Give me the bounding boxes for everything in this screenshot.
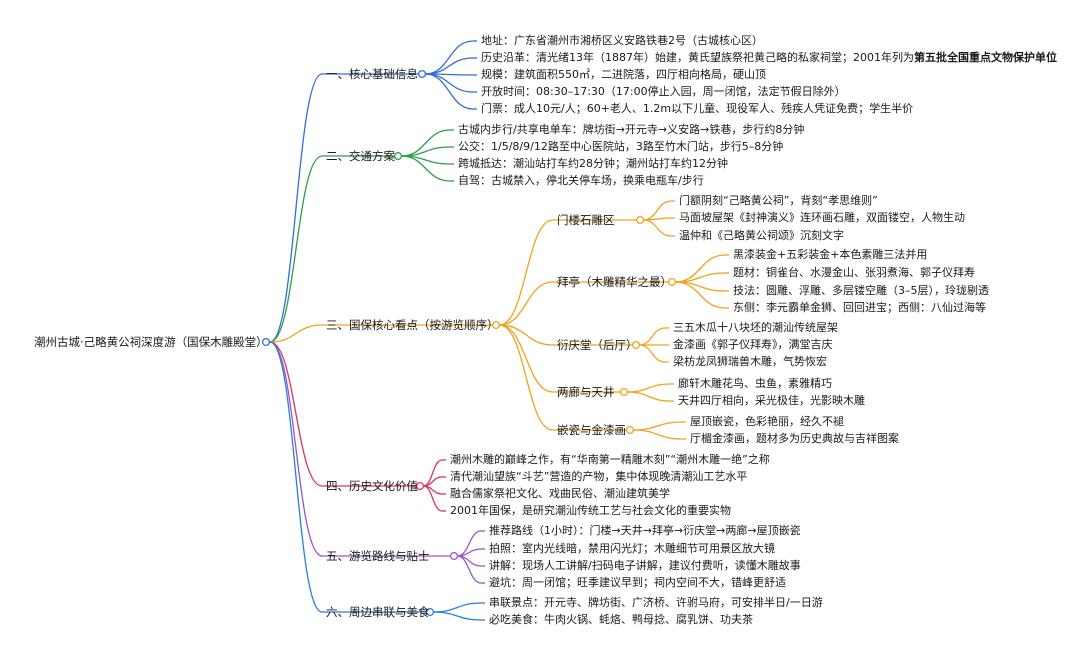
branch-1-leaf-4-connector xyxy=(425,73,474,93)
highlight-sub-1-joint xyxy=(635,215,645,225)
branch-4-joint xyxy=(415,481,425,491)
leaf-pavilion-1: 黑漆装金+五彩装金+本色素雕三法并用 xyxy=(733,248,928,261)
leaf-pavilion-2: 题材：铜雀台、水漫金山、张羽煮海、郭子仪拜寿 xyxy=(733,266,975,279)
leaf-bus: 公交：1/5/8/9/12路至中心医院站，3路至竹木门站，步行5–8分钟 xyxy=(458,140,784,153)
highlight-sub-4-connector xyxy=(499,324,554,393)
leaf-nearby: 串联景点：开元寺、牌坊街、广济桥、许驸马府，可安排半日/一日游 xyxy=(489,596,823,609)
highlight-sub-2-connector xyxy=(499,281,554,326)
highlight-sub-5-joint xyxy=(625,425,635,435)
branch-6-joint xyxy=(425,607,435,617)
leaf-address: 地址：广东省潮州市湘桥区义安路铁巷2号（古城核心区） xyxy=(481,34,763,47)
leaf-hall-2: 金漆画《郭子仪拜寿》，满堂吉庆 xyxy=(673,338,833,351)
leaf-value-3: 融合儒家祭祀文化、戏曲民俗、潮汕建筑美学 xyxy=(450,487,670,500)
root-to-branch-4-connector xyxy=(269,341,323,487)
leaf-intercity: 跨城抵达：潮汕站打车约28分钟；潮州站打车约12分钟 xyxy=(458,157,728,170)
branch-3-joint xyxy=(491,320,501,330)
sub-porcelain-gold-lacquer: 嵌瓷与金漆画 xyxy=(557,423,626,437)
leaf-walk: 古城内步行/共享电单车：牌坊街→开元寺→义安路→铁巷，步行约8分钟 xyxy=(458,123,805,136)
highlight-sub-3-leaf-3-connector xyxy=(639,344,666,363)
highlight-sub-4-leaf-2-connector xyxy=(627,391,671,402)
sub-yanqing-hall: 衍庆堂（后厅） xyxy=(557,338,638,352)
leaf-history: 历史沿革：清光绪13年（1887年）始建，黄氏望族祭祀黄己略的私家祠堂；2001… xyxy=(481,51,1057,64)
leaf-gate-1: 门额阴刻“己略黄公祠”，背刻“孝思维则” xyxy=(679,194,878,207)
leaf-gate-3: 温仲和《己略黄公祠颂》沉刻文字 xyxy=(679,229,844,242)
leaf-guide: 讲解：现场人工讲解/扫码电子讲解，建议付费听，读懂木雕故事 xyxy=(489,559,801,572)
highlight-sub-4-joint xyxy=(619,387,629,397)
root-to-branch-5-connector xyxy=(269,341,323,557)
branch-1-joint xyxy=(417,69,427,79)
branch-1-leaf-1-connector xyxy=(425,40,474,75)
leaf-value-4: 2001年国保，是研究潮汕传统工艺与社会文化的重要实物 xyxy=(450,504,731,517)
leaf-route: 推荐路线（1小时）：门楼→天井→拜亭→衍庆堂→两廊→屋顶嵌瓷 xyxy=(489,524,801,537)
leaf-photo: 拍照：室内光线暗，禁用闪光灯；木雕细节可用景区放大镜 xyxy=(489,542,775,555)
highlight-sub-2-leaf-4-connector xyxy=(675,281,726,309)
branch-6-leaf-1-connector xyxy=(433,602,482,613)
highlight-sub-5-leaf-1-connector xyxy=(633,421,683,431)
leaf-gate-2: 马面坡屋架《封神演义》连环画石雕，双面镂空，人物生动 xyxy=(679,211,965,224)
root-node: 潮州古城·己略黄公祠深度游（国保木雕殿堂） xyxy=(34,335,268,349)
branch-6-leaf-2-connector xyxy=(433,611,482,621)
branch-1-leaf-5-connector xyxy=(425,73,474,110)
highlight-sub-5-leaf-2-connector xyxy=(633,429,683,440)
root-to-branch-2-connector xyxy=(269,155,323,343)
leaf-corridor-1: 廊轩木雕花鸟、虫鱼，素雅精巧 xyxy=(678,377,832,390)
highlight-sub-1-connector xyxy=(499,219,554,326)
leaf-pitfalls: 避坑：周一闭馆；旺季建议早到；祠内空间不大，错峰更舒适 xyxy=(489,576,786,589)
leaf-pavilion-4: 东侧：李元霸单金狮、回回进宝；西侧：八仙过海等 xyxy=(733,301,986,314)
branch-route-tips: 五、游览路线与贴士 xyxy=(326,549,430,563)
branch-highlights: 三、国保核心看点（按游览顺序） xyxy=(326,318,499,332)
leaf-value-1: 潮州木雕的巅峰之作，有“华南第一精雕木刻”“潮州木雕一绝”之称 xyxy=(450,453,770,466)
leaf-hall-1: 三五木瓜十八块坯的潮汕传统屋架 xyxy=(673,321,838,334)
sub-gate-stone-carving: 门楼石雕区 xyxy=(557,213,615,227)
root-to-branch-1-connector xyxy=(269,73,323,343)
highlight-sub-2-joint xyxy=(667,277,677,287)
leaf-porcelain-1: 屋顶嵌瓷，色彩艳丽，经久不褪 xyxy=(690,415,844,428)
leaf-corridor-2: 天井四厅相向，采光极佳，光影映木雕 xyxy=(678,394,865,407)
branch-1-leaf-2-connector xyxy=(425,57,474,75)
sub-corridors-courtyard: 两廊与天井 xyxy=(557,385,615,399)
leaf-tickets: 门票：成人10元/人；60+老人、1.2m以下儿童、现役军人、残疾人凭证免费；学… xyxy=(481,102,914,115)
leaf-hours: 开放时间：08:30–17:30（17:00停止入园，周一闭馆，法定节假日除外） xyxy=(481,85,846,98)
branch-transport: 二、交通方案 xyxy=(326,149,395,163)
root-to-branch-6-connector xyxy=(269,341,323,613)
branch-5-joint xyxy=(449,551,459,561)
highlight-sub-5-connector xyxy=(499,324,554,431)
branch-5-leaf-4-connector xyxy=(457,555,482,584)
highlight-sub-1-leaf-3-connector xyxy=(643,219,672,237)
sub-worship-pavilion: 拜亭（木雕精华之最） xyxy=(557,275,672,289)
leaf-pavilion-3: 技法：圆雕、浮雕、多层镂空雕（3–5层），玲珑剔透 xyxy=(733,284,989,297)
highlight-sub-3-connector xyxy=(499,324,554,346)
leaf-porcelain-2: 厅楣金漆画，题材多为历史典故与吉祥图案 xyxy=(690,432,899,445)
leaf-food: 必吃美食：牛肉火锅、蚝烙、鸭母捻、腐乳饼、功夫茶 xyxy=(489,613,753,626)
root-to-branch-3-connector xyxy=(269,324,323,343)
leaf-value-2: 清代潮汕望族“斗艺”营造的产物，集中体现晚清潮汕工艺水平 xyxy=(450,470,748,483)
leaf-scale: 规模：建筑面积550㎡，二进院落，四厅相向格局，硬山顶 xyxy=(481,68,766,81)
highlight-sub-1-leaf-1-connector xyxy=(643,200,672,221)
branch-4-leaf-4-connector xyxy=(423,485,443,512)
branch-core-info: 一、核心基础信息 xyxy=(326,67,418,81)
highlight-sub-3-joint xyxy=(631,340,641,350)
leaf-history-bold: 第五批全国重点文物保护单位 xyxy=(913,51,1057,64)
branch-2-leaf-4-connector xyxy=(401,155,451,182)
highlight-sub-4-leaf-1-connector xyxy=(627,383,671,393)
leaf-hall-3: 梁枋龙凤狮瑞兽木雕，气势恢宏 xyxy=(673,355,827,368)
leaf-drive: 自驾：古城禁入，停北关停车场，换乘电瓶车/步行 xyxy=(458,174,704,187)
root-joint xyxy=(261,337,271,347)
branch-2-joint xyxy=(393,151,403,161)
branch-cultural-value: 四、历史文化价值 xyxy=(326,479,418,493)
highlight-sub-3-leaf-1-connector xyxy=(639,327,666,346)
branch-nearby-food: 六、周边串联与美食 xyxy=(326,605,430,619)
